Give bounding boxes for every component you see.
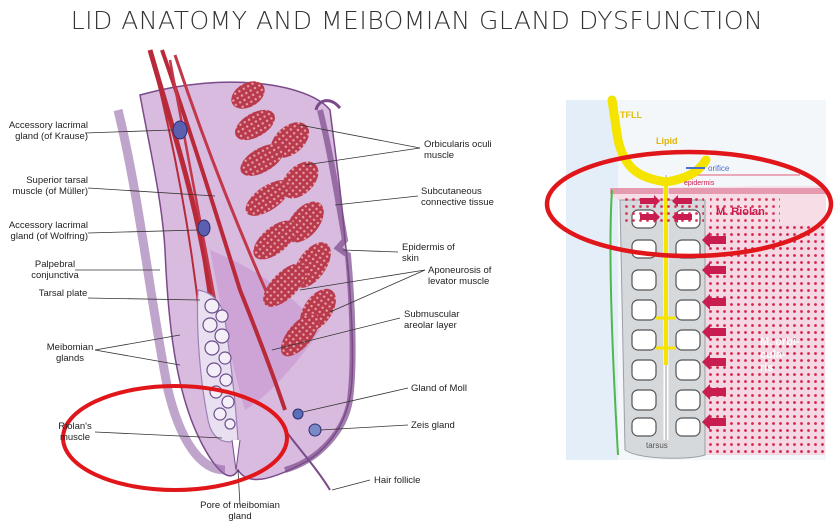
zeis-gland-shape [309,424,321,436]
moll-gland-shape [293,409,303,419]
label-lipid: Lipid [656,136,678,147]
label-muller: Superior tarsal muscle (of Müller) [8,175,88,197]
label-m-orbicularis: M. orbi- cula- ris [760,336,800,375]
label-schematic-epidermis: epidermis [684,178,714,189]
label-meibomian: Meibomian glands [40,342,100,364]
label-tarsal: Tarsal plate [38,288,88,299]
label-m-riolan: M. Riolan [716,207,765,218]
label-tfll: TFLL [620,110,642,121]
label-zeis: Zeis gland [411,420,491,431]
label-hair-follicle: Hair follicle [374,475,454,486]
wolfring-gland-shape [198,220,210,236]
label-orifice: orifice [708,163,729,174]
label-krause: Accessory lacrimal gland (of Krause) [8,120,88,142]
krause-gland-shape [173,121,187,139]
label-orbicularis: Orbicularis oculi muscle [424,139,504,161]
label-moll: Gland of Moll [411,383,491,394]
label-riolan: Riolan's muscle [50,421,100,443]
label-aponeurosis: Aponeurosis of levator muscle [428,265,508,287]
label-submuscular: Submuscular areolar layer [404,309,474,331]
label-palpebral: Palpebral conjunctiva [30,259,80,281]
label-epidermis: Epidermis of skin [402,242,462,264]
label-subcutaneous: Subcutaneous connective tissue [421,186,511,208]
label-pore: Pore of meibomian gland [200,500,280,522]
label-tarsus: tarsus [646,440,668,451]
label-wolfring: Accessory lacrimal gland (of Wolfring) [8,220,88,242]
